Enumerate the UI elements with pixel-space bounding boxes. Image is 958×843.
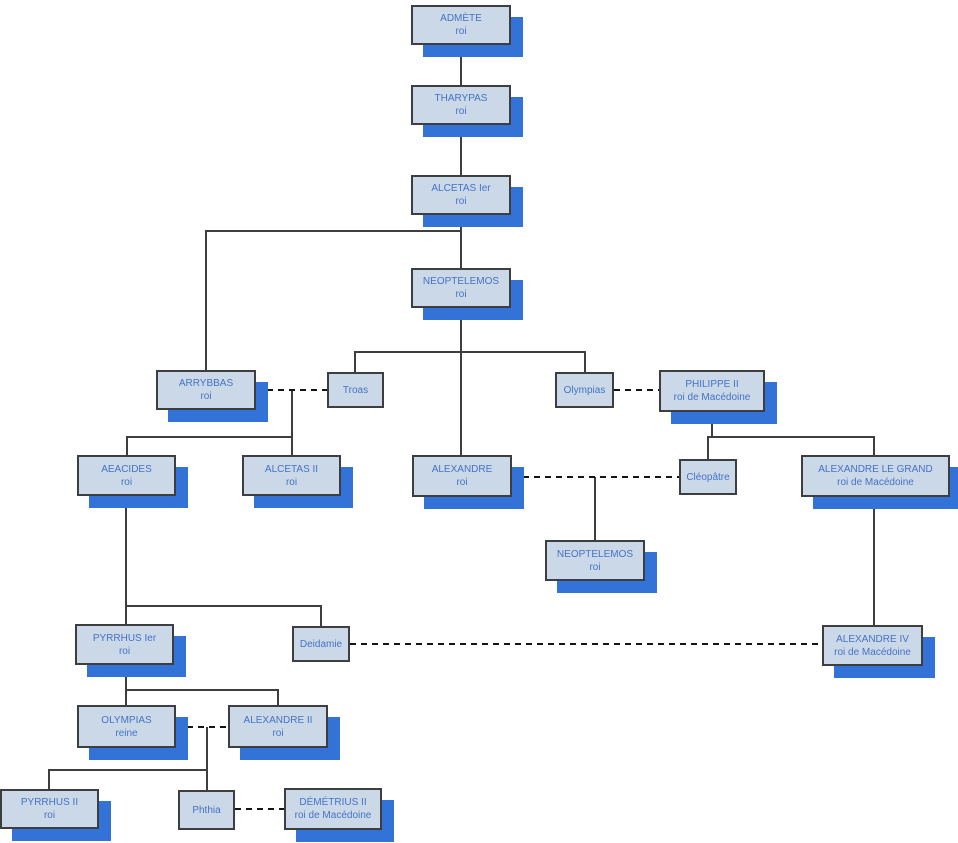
descent-connector	[126, 605, 322, 626]
person-name: ALCETAS II	[264, 463, 319, 475]
person-title: roi	[200, 391, 212, 402]
person-title: roi	[455, 196, 467, 207]
person-title: roi	[456, 477, 468, 488]
descent-connector	[707, 436, 875, 459]
person-name: OLYMPIAS	[101, 714, 152, 726]
person-name: NEOPTELEMOS	[556, 548, 634, 560]
person-node-arrybbas[interactable]: ARRYBBAS roi	[156, 370, 256, 410]
person-title: reine	[115, 727, 138, 739]
person-title: roi	[120, 476, 133, 488]
person-node-philippe-2[interactable]: PHILIPPE II roi de Macédoine	[659, 370, 765, 412]
person-node-admete[interactable]: ADMÈTE roi	[411, 5, 511, 45]
person-name: NEOPTELEMOS	[422, 276, 500, 287]
person-node-neoptelemos-1[interactable]: NEOPTELEMOS roi	[411, 268, 511, 308]
person-title: roi de Macédoine	[673, 392, 751, 403]
person-name: PYRRHUS II	[20, 797, 79, 808]
person-name: Phthia	[192, 804, 221, 816]
descent-connector	[48, 769, 207, 789]
person-title: roi	[272, 727, 284, 739]
person-node-pyrrhus-2[interactable]: PYRRHUS II roi	[0, 789, 99, 829]
descent-connector	[354, 351, 586, 372]
person-name: ARRYBBAS	[178, 378, 234, 389]
person-title: roi	[118, 645, 131, 657]
person-name: ADMÈTE	[440, 13, 482, 24]
person-name: ALCETAS Ier	[431, 183, 491, 194]
person-title: roi de Macédoine	[294, 810, 372, 821]
person-title: roi de Macédoine	[834, 646, 911, 658]
person-name: Cléopâtre	[686, 471, 730, 483]
person-node-alexandre[interactable]: ALEXANDRE roi	[412, 455, 512, 497]
person-node-demetrius-2[interactable]: DÉMÉTRIUS II roi de Macédoine	[284, 788, 382, 830]
person-title: roi	[589, 561, 601, 573]
person-name: AEACIDES	[101, 463, 152, 475]
person-name: Olympias	[563, 384, 606, 396]
person-title: roi	[455, 26, 467, 37]
person-title: roi	[285, 476, 298, 488]
person-name: Deidamie	[299, 638, 343, 650]
descent-connector	[126, 436, 293, 455]
person-name: ALEXANDRE LE GRAND	[818, 464, 933, 475]
person-node-alexandre-le-grand[interactable]: ALEXANDRE LE GRAND roi de Macédoine	[801, 455, 950, 497]
person-node-troas[interactable]: Troas	[327, 372, 384, 408]
person-node-tharypas[interactable]: THARYPAS roi	[411, 85, 511, 125]
person-name: ALEXANDRE II	[243, 714, 313, 726]
person-node-alcetas-1[interactable]: ALCETAS Ier roi	[411, 175, 511, 215]
person-name: ALEXANDRE IV	[836, 633, 909, 645]
person-name: DÉMÉTRIUS II	[299, 797, 367, 808]
person-title: roi	[43, 810, 56, 821]
person-title: roi	[455, 106, 467, 117]
person-name: PYRRHUS Ier	[92, 632, 157, 644]
person-node-cleopatre[interactable]: Cléopâtre	[679, 459, 737, 495]
person-title: roi	[455, 289, 467, 300]
person-name: THARYPAS	[434, 93, 488, 104]
person-name: Troas	[342, 384, 369, 396]
person-title: roi de Macédoine	[837, 477, 914, 488]
descent-connector	[126, 689, 279, 705]
person-name: ALEXANDRE	[431, 464, 493, 475]
person-node-olympias[interactable]: Olympias	[555, 372, 614, 408]
descent-connector	[205, 230, 461, 370]
person-name: PHILIPPE II	[685, 379, 739, 390]
person-node-deidamie[interactable]: Deidamie	[292, 626, 350, 662]
person-node-phthia[interactable]: Phthia	[178, 790, 235, 830]
